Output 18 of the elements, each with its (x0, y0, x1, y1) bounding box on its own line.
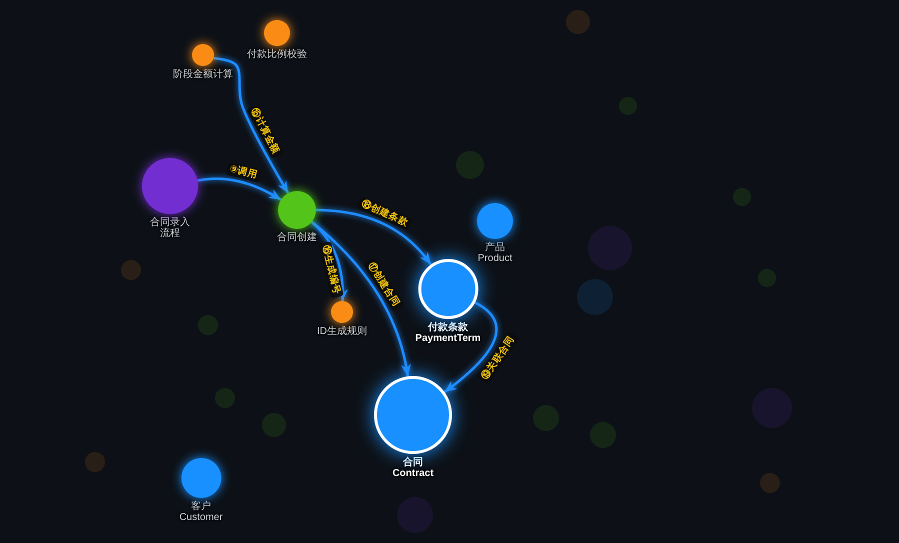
node-label: 合同创建 (277, 232, 317, 243)
arrow (316, 208, 432, 266)
arrow (444, 301, 498, 394)
edge-label: ⑰创建合同 (362, 257, 404, 312)
node-label: 合同录入流程 (149, 217, 191, 239)
node-label: 付款比例校验 (247, 49, 307, 60)
edge-label: ⑱创建条款 (356, 196, 413, 231)
edge-label: ⑯生成编号 (318, 241, 344, 299)
node-label: 客户 Customer (179, 501, 223, 523)
node-label: 合同 Contract (392, 457, 434, 479)
edge-label: ⑨调用 (225, 162, 262, 183)
arrow (197, 178, 282, 201)
edge-label: ⑮计算金额 (246, 103, 284, 160)
arrow (311, 220, 411, 377)
arrow (310, 221, 348, 302)
node-label: 产品 Product (478, 242, 512, 264)
node-label: ID生成规则 (317, 326, 367, 337)
node-label: 阶段金额计算 (173, 69, 233, 80)
